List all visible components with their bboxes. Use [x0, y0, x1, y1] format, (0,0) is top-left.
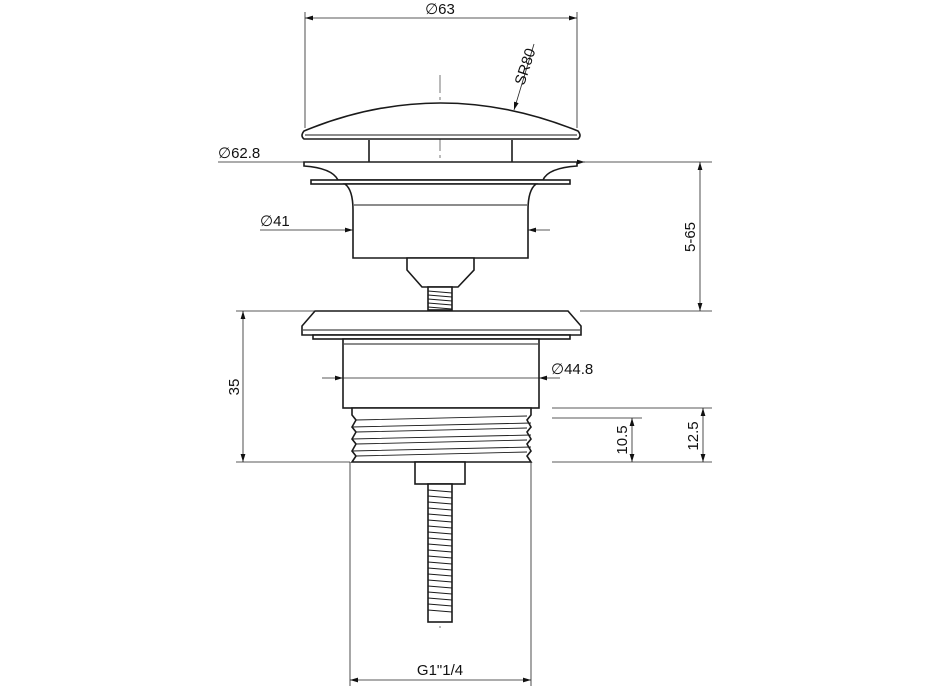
thread-length-inner-label: 10.5 — [614, 425, 631, 454]
plug-cap — [301, 102, 581, 162]
plug-diameter-label: ∅41 — [260, 213, 290, 230]
dim-cap-radius: SR80 — [512, 43, 540, 111]
flange-diameter-label: ∅62.8 — [218, 145, 260, 162]
dim-cap-diameter: ∅63 — [304, 1, 578, 128]
dim-plug-diameter: ∅41 — [260, 213, 550, 233]
dim-thread-lengths: 10.5 12.5 — [552, 407, 712, 463]
body-diameter-label: ∅44.8 — [551, 361, 593, 378]
dim-body-diameter: ∅44.8 — [322, 361, 593, 381]
cap-radius-label: SR80 — [512, 46, 540, 87]
thread-length-outer-label: 12.5 — [685, 421, 702, 450]
waste-flange — [301, 310, 582, 409]
dim-thread-size: G1"1/4 — [349, 462, 532, 686]
dim-flange-diameter: ∅62.8 — [218, 145, 585, 165]
adjustment-range-label: 5-65 — [682, 222, 699, 252]
waste-thread — [350, 407, 533, 623]
body-height-label: 35 — [226, 379, 243, 396]
plug-body — [303, 161, 578, 311]
cap-diameter-label: ∅63 — [425, 1, 455, 18]
dim-adjustment-range: 5-65 — [580, 161, 712, 312]
dim-body-height: 35 — [226, 310, 350, 463]
thread-size-label: G1"1/4 — [417, 662, 463, 679]
